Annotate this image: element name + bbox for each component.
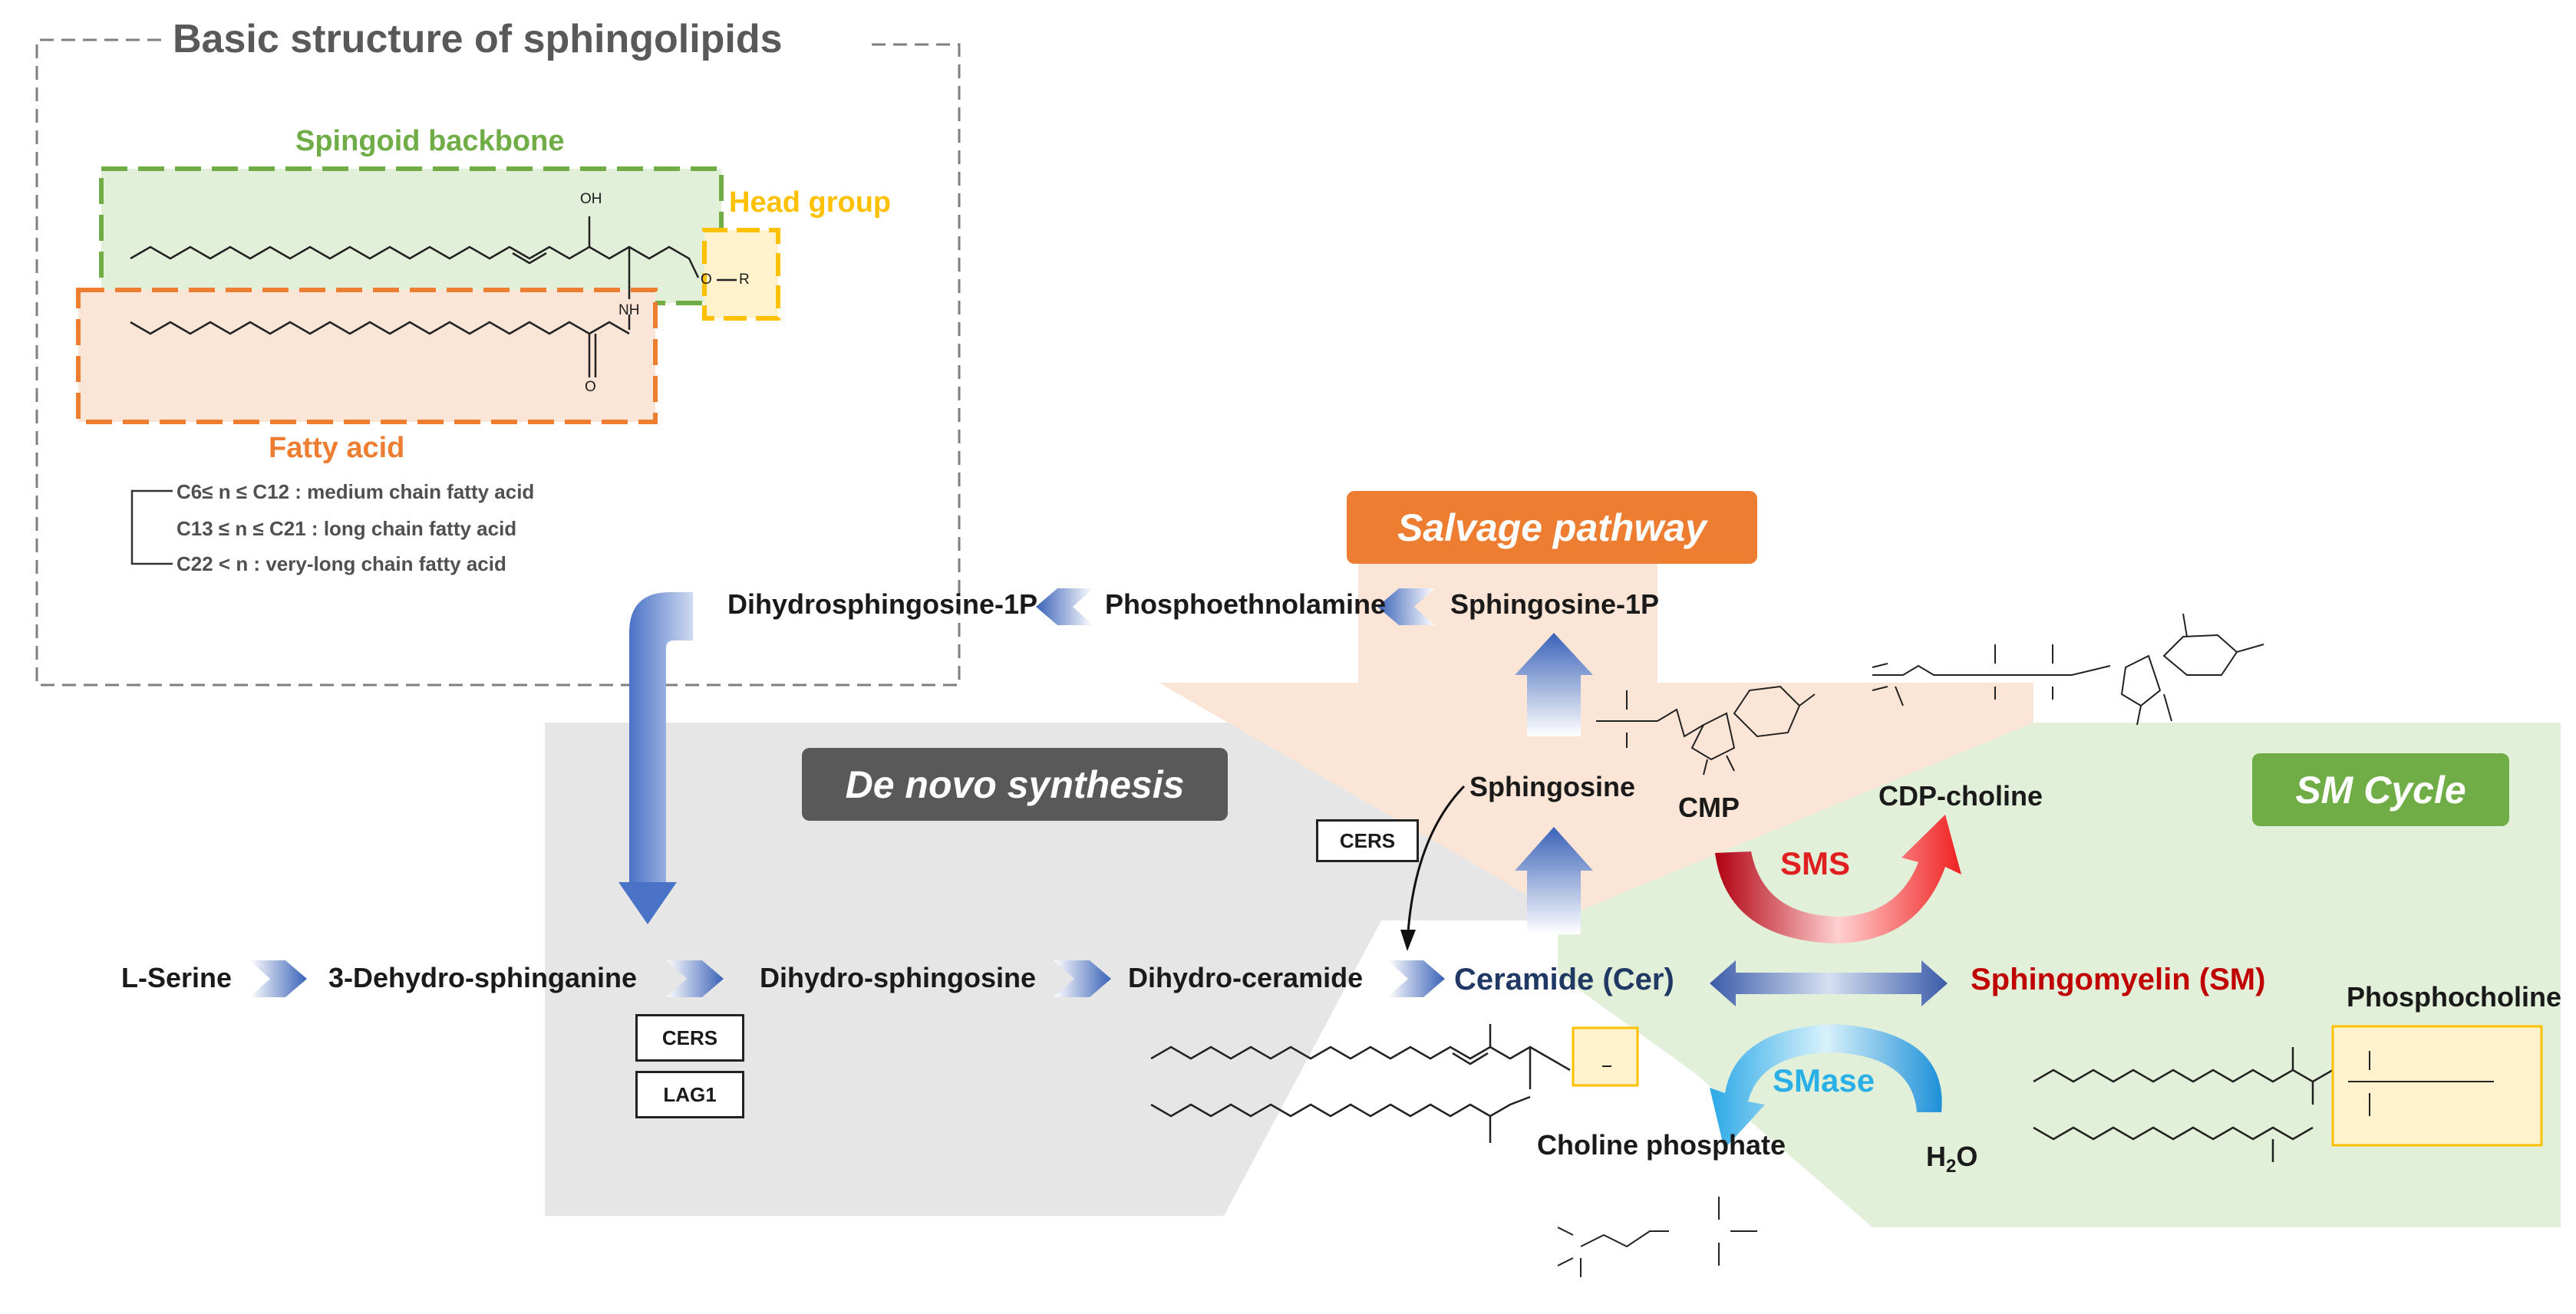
fatty-acid-chain [130, 321, 630, 335]
metabolite-cmp: CMP [1678, 792, 1740, 823]
enzyme-smase: SMase [1773, 1062, 1875, 1098]
arrow-dihydrosph-dihydrocer [1054, 960, 1111, 997]
metabolite-cdp-choline: CDP-choline [1878, 780, 2043, 812]
arrow-sphingosine-s1p [1515, 633, 1593, 736]
arrow-pea-dhs1p [1036, 588, 1093, 625]
metabolite-3-dehydro-sphinganine: 3-Dehydro-sphinganine [328, 962, 638, 993]
enzyme-sms: SMS [1780, 845, 1851, 881]
ceramide-oh-box [1572, 1026, 1639, 1087]
choline-phosphate-structure [1557, 1197, 1757, 1277]
salvage-region [1159, 564, 2033, 917]
arrow-serine-dehydro [249, 960, 307, 997]
sms-arc-arrow [1715, 815, 1961, 944]
water-subscript: 2 [1946, 1156, 1957, 1177]
structure-title: Basic structure of sphingolipids [173, 17, 783, 61]
metabolite-sphingosine-1p: Sphingosine-1P [1450, 588, 1660, 620]
chain-vlong-text: C22 < n : very-long chain fatty acid [176, 552, 506, 575]
phosphocholine-box [2331, 1025, 2543, 1147]
water-h: H [1926, 1141, 1946, 1172]
ceramide-double-bond [1452, 1052, 1489, 1065]
enzyme-cers-top: CERS [1316, 819, 1419, 862]
metabolite-phosphoethnolamine: Phosphoethnolamine [1105, 588, 1387, 620]
metabolite-sphingomyelin: Sphingomyelin (SM) [1971, 963, 2266, 996]
structure-nh-atom: NH [618, 302, 640, 318]
salvage-pathway-pill: Salvage pathway [1347, 491, 1757, 564]
metabolite-phosphocholine: Phosphocholine [2347, 981, 2562, 1013]
head-group-label: Head group [729, 186, 892, 219]
chain-long-text: C13 ≤ n ≤ C21 : long chain fatty acid [176, 517, 517, 540]
fatty-acid-label: Fatty acid [269, 432, 405, 464]
smase-arc-arrow [1710, 1024, 1942, 1149]
structure-oh-atom: OH [580, 191, 602, 207]
structure-o-atom: O [701, 272, 712, 288]
arrow-dihydrocer-ceramide [1387, 960, 1445, 997]
sm-backbone [2033, 1069, 2353, 1083]
head-group-box [702, 228, 780, 321]
metabolite-choline-phosphate: Choline phosphate [1537, 1129, 1786, 1161]
denovo-synthesis-pill: De novo synthesis [802, 748, 1228, 821]
chain-medium-text: C6≤ n ≤ C12 : medium chain fatty acid [176, 480, 535, 503]
cers-curve-arrowhead [1400, 930, 1416, 951]
arrow-s1p-pea [1377, 588, 1435, 625]
fatty-acid-box [76, 288, 658, 424]
structure-r-atom: R [739, 272, 750, 288]
metabolite-water: H2O [1926, 1143, 1977, 1176]
enzyme-cers-bottom: CERS [635, 1014, 744, 1062]
water-o: O [1956, 1141, 1978, 1172]
smcycle-region [1558, 723, 2561, 1227]
metabolite-dihydro-ceramide: Dihydro-ceramide [1128, 962, 1364, 993]
metabolite-ceramide: Ceramide (Cer) [1454, 963, 1674, 996]
metabolite-l-serine: L-Serine [121, 962, 233, 993]
ceramide-fatty-chain [1150, 1095, 1531, 1118]
double-arrow-cer-sm [1710, 960, 1948, 1006]
backbone-label: Spingoid backbone [295, 125, 565, 157]
sm-cycle-pill: SM Cycle [2252, 753, 2509, 826]
metabolite-sphingosine: Sphingosine [1469, 771, 1635, 802]
chain-bracket [130, 489, 173, 565]
bent-arrow-dhs1p-head [618, 882, 677, 924]
metabolite-dihydro-sphingosine: Dihydro-sphingosine [760, 962, 1036, 993]
structure-frame [35, 38, 961, 687]
backbone-double-bond [512, 252, 547, 265]
structure-carbonyl-o-atom: O [585, 379, 596, 395]
bent-arrow-dhs1p-body [629, 592, 693, 882]
metabolite-dihydrosphingosine-1p: Dihydrosphingosine-1P [727, 588, 1038, 620]
backbone-box [99, 166, 724, 305]
enzyme-lag1: LAG1 [635, 1071, 744, 1118]
backbone-chain [130, 245, 700, 278]
sm-fatty-chain [2033, 1126, 2314, 1141]
cers-curve-arrow [1407, 785, 1466, 933]
arrow-dehydro-dihydrosph [666, 960, 724, 997]
arrow-ceramide-sphingosine [1515, 827, 1593, 934]
denovo-region [545, 723, 1558, 1216]
ceramide-backbone [1150, 1046, 1571, 1072]
cmp-structure [1596, 685, 1816, 776]
cdp-choline-structure [1872, 613, 2264, 726]
